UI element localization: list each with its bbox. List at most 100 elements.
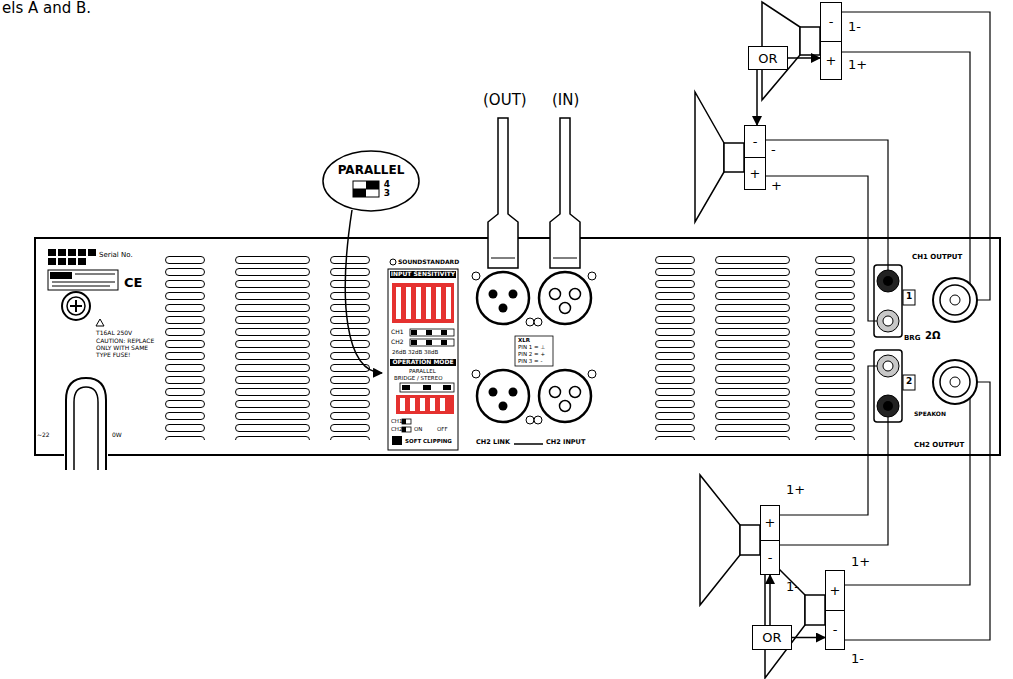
xlr-connectors [477,370,529,422]
switch-panel [416,287,421,319]
fuse-caution: CAUTION: REPLACE ONLY WITH SAME TYPE FUS… [96,338,158,359]
output-terminals [874,265,977,422]
speaker-wires [780,417,888,545]
serial-plate [52,274,115,286]
output-terminals [950,377,960,387]
output-terminals [950,295,960,305]
xlr-connectors [472,272,596,444]
fuse-holder [96,319,104,326]
serial-plate [88,249,96,256]
xlr-connectors [515,336,553,366]
switch-panel [446,287,451,319]
xlr-cables [550,118,580,268]
switch-panel [430,398,435,411]
switch-number: 3 [384,189,390,198]
rear-panel [330,256,370,440]
speaker-wires [842,12,990,300]
terminal-label: 1- [786,580,799,595]
terminal-label: 1- [848,20,861,35]
xlr-connectors [560,401,571,412]
switch-panel [441,340,447,345]
output-terminals [877,310,899,332]
switch-panel [410,329,454,336]
ce-mark: CE [124,276,142,291]
xlr-pinout: PIN 2 = + [518,351,545,357]
switch-state: ON [414,426,422,432]
power-rating: ~22 [37,432,50,439]
xlr-cables [488,118,580,268]
callout-title: PARALLEL [338,163,405,177]
output-terminals [877,270,899,292]
xlr-pinout: PIN 3 = - [518,358,542,364]
output-terminals [883,361,893,371]
switch-panel [423,385,431,390]
serial-plate [78,249,86,256]
output-terminals [933,360,977,404]
switch-panel [388,259,458,450]
terminal-label: + [771,179,782,194]
xlr-connectors [550,289,561,300]
xlr-connectors [534,318,542,326]
output-label: CH1 OUTPUT [912,253,962,261]
speakon-label: SPEAKON [914,411,946,418]
callout-arrow [345,210,382,373]
switch-panel [426,287,431,319]
switch-panel [441,330,447,335]
switch-panel [410,398,415,411]
xlr-connectors [499,402,508,411]
xlr-connectors [539,370,591,422]
output-terminals [940,285,970,315]
gain-label: 26dB 32dB 38dB [392,349,438,355]
switch-panel [402,419,406,424]
speaker-wires [766,12,990,640]
polarity-mark: - [821,3,841,42]
channel-label: CH2 [391,426,402,432]
fuse-holder [62,292,90,320]
polarity-mark: - [745,126,765,158]
mode-label: BRIDGE / STEREO [394,375,443,381]
oval-outline [323,151,419,211]
fuse-holder [70,300,82,312]
switch-numbers: 43 [384,180,390,199]
xlr-connectors [514,443,543,445]
brand-name: SOUNDSTANDARD [398,259,459,266]
or-box: OR [748,46,788,70]
speaker-terminal: +- [825,570,845,650]
xlr-connectors [489,290,498,299]
serial-plate [58,249,66,256]
switch-panel [402,427,406,432]
xlr-connectors [477,272,529,324]
switch-panel [402,385,410,390]
speaker-wires [845,398,970,585]
terminal-label: 1- [851,652,864,667]
xlr-connectors [489,388,498,397]
dip-switch-symbol [366,181,379,189]
connector-label: CH2 LINK [476,439,510,446]
rear-panel [35,238,1000,455]
xlr-connectors [526,416,534,424]
fuse-holder [62,292,104,326]
polarity-mark: + [761,506,779,541]
switch-panel [406,287,411,319]
speaker-terminal: -+ [744,125,766,190]
switch-panel [426,330,432,335]
channel-number: 2 [906,376,912,386]
switch-panel [388,269,458,450]
xlr-cables [491,258,515,259]
output-label: CH2 OUTPUT [914,441,964,449]
speakers [740,525,760,555]
rear-panel [715,256,790,440]
xlr-pinout: PIN 1 = ⊥ [518,344,545,350]
speakers [695,92,724,222]
xlr-connectors [588,272,596,280]
speaker-wires [766,140,888,270]
rear-panel [655,256,695,440]
speaker-wires [845,382,990,640]
rear-panel [815,256,855,440]
bridge-label: BRG [904,334,920,342]
box-text: OR [758,51,777,66]
output-terminals [883,276,893,286]
serial-plate [68,258,76,265]
or-arrow [788,57,820,59]
switch-panel [411,340,417,345]
